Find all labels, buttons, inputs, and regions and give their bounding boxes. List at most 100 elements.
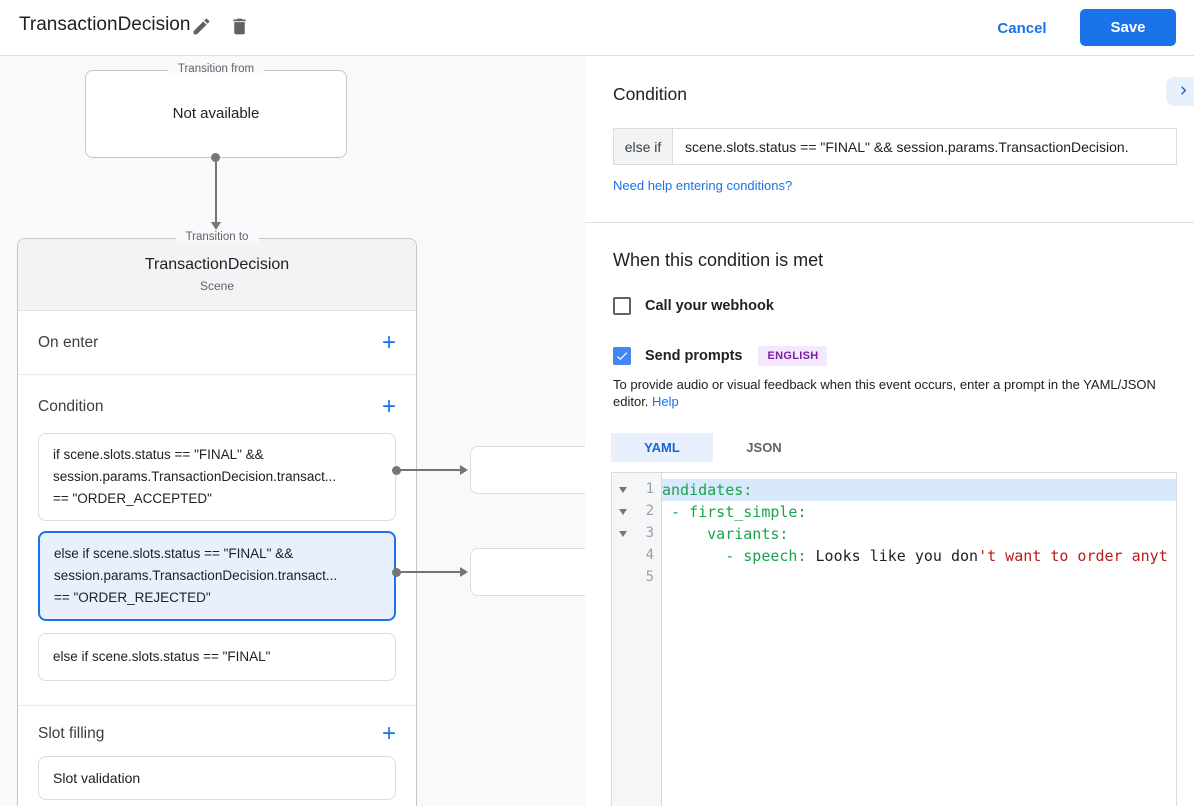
code-token: - speech: [662, 547, 807, 565]
arrowhead-right-icon [460, 567, 468, 577]
condition-section-label: Condition [38, 398, 104, 415]
condition-line: if scene.slots.status == "FINAL" && [53, 447, 264, 462]
connector-dot [211, 153, 220, 162]
slot-validation-card[interactable]: Slot validation [38, 756, 396, 800]
condition-line: session.params.TransactionDecision.trans… [53, 469, 337, 484]
condition-section-header: Condition + [18, 375, 416, 433]
transition-from-value: Not available [172, 105, 260, 122]
code-token: 't want to order anyt [978, 547, 1168, 565]
section-divider [18, 705, 416, 706]
line-number: 1 [645, 481, 654, 497]
help-link[interactable]: Help [652, 394, 679, 409]
gutter-row: 4 [612, 545, 661, 567]
gutter-row: 2 [612, 501, 661, 523]
condition-line: == "ORDER_REJECTED" [54, 590, 211, 605]
slot-filling-section-header: Slot filling + [18, 706, 416, 756]
condition-line: session.params.TransactionDecision.trans… [54, 568, 338, 583]
yaml-code-editor: 1 2 3 4 5 andidates: - fir [611, 472, 1177, 806]
condition-expression-row: else if [613, 128, 1177, 165]
send-prompts-checkbox[interactable] [613, 347, 631, 365]
send-prompts-label: Send prompts [645, 348, 743, 364]
add-slot-button[interactable]: + [381, 720, 396, 747]
fold-arrow-icon[interactable] [619, 531, 627, 537]
page-title: TransactionDecision [19, 14, 191, 35]
transition-to-label: Transition to [175, 231, 259, 243]
code-line-active: andidates: [662, 479, 1176, 501]
code-token: andidates: [662, 481, 753, 499]
slot-filling-label: Slot filling [38, 725, 105, 742]
scene-node-subtitle: Scene [199, 279, 235, 293]
code-line: variants: [662, 523, 1176, 545]
on-enter-row: On enter + [18, 311, 416, 375]
gutter-row: 1 [612, 479, 661, 501]
condition-line: else if scene.slots.status == "FINAL" [53, 649, 271, 664]
condition-help-link[interactable]: Need help entering conditions? [613, 178, 793, 193]
on-enter-label: On enter [38, 333, 99, 351]
when-met-title: When this condition is met [613, 250, 824, 270]
webhook-row: Call your webhook [613, 297, 774, 315]
panel-title: Condition [613, 84, 687, 104]
scene-node-header[interactable]: TransactionDecision Scene [18, 239, 416, 311]
editor-gutter: 1 2 3 4 5 [612, 473, 662, 806]
editor-code-area[interactable]: andidates: - first_simple: variants: - s… [662, 473, 1176, 806]
target-scene-box[interactable] [470, 548, 585, 596]
check-icon [616, 352, 628, 361]
arrowhead-right-icon [460, 465, 468, 475]
prompt-description: To provide audio or visual feedback when… [613, 376, 1165, 410]
add-on-enter-button[interactable]: + [381, 328, 396, 356]
delete-scene-button[interactable] [224, 13, 254, 43]
condition-expression-input[interactable] [672, 128, 1177, 165]
condition-prefix: else if [613, 128, 672, 165]
call-webhook-checkbox[interactable] [613, 297, 631, 315]
top-bar: TransactionDecision Cancel Save [0, 0, 1194, 56]
edit-title-button[interactable] [186, 13, 216, 43]
connector-line [215, 158, 217, 222]
code-line: - first_simple: [662, 501, 1176, 523]
condition-card-rejected-selected[interactable]: else if scene.slots.status == "FINAL" &&… [38, 531, 396, 621]
line-number: 3 [645, 525, 654, 541]
connector-dot [392, 568, 401, 577]
panel-divider [585, 222, 1194, 223]
gutter-row: 3 [612, 523, 661, 545]
condition-line: else if scene.slots.status == "FINAL" && [54, 546, 294, 561]
tab-json[interactable]: JSON [746, 440, 782, 455]
fold-arrow-icon[interactable] [619, 487, 627, 493]
send-prompts-row: Send prompts ENGLISH [613, 346, 828, 366]
arrowhead-down-icon [211, 222, 221, 230]
tab-yaml[interactable]: YAML [611, 433, 713, 462]
chevron-right-icon [1181, 85, 1187, 95]
scene-diagram-canvas: Transition from Not available Transition… [0, 56, 585, 806]
transition-to-card: Transition to TransactionDecision Scene … [17, 231, 417, 806]
condition-line: == "ORDER_ACCEPTED" [53, 491, 212, 506]
transition-from-label: Transition from [167, 63, 265, 75]
line-number: 2 [645, 503, 654, 519]
prompt-description-text: To provide audio or visual feedback when… [613, 377, 1156, 409]
editor-tabs: YAML JSON [611, 433, 815, 462]
pencil-icon [193, 18, 209, 35]
add-condition-button[interactable]: + [381, 393, 396, 420]
line-number: 4 [645, 547, 654, 563]
fold-arrow-icon[interactable] [619, 509, 627, 515]
condition-card-final[interactable]: else if scene.slots.status == "FINAL" [38, 633, 396, 681]
condition-detail-panel: Condition else if Need help entering con… [585, 56, 1194, 806]
scene-node-title: TransactionDecision [144, 256, 290, 273]
target-scene-box[interactable] [470, 446, 585, 494]
transition-from-box[interactable]: Transition from Not available [85, 63, 347, 158]
cancel-button[interactable]: Cancel [984, 10, 1060, 46]
code-line: - speech: Looks like you don't want to o… [662, 545, 1176, 567]
gutter-row: 5 [612, 567, 661, 589]
language-badge: ENGLISH [758, 346, 828, 366]
trash-icon [232, 18, 246, 35]
connector-dot [392, 466, 401, 475]
code-token: variants: [662, 525, 789, 543]
collapse-panel-button[interactable] [1166, 77, 1194, 106]
code-token: Looks like you don [806, 547, 979, 565]
code-token: - first_simple: [662, 503, 807, 521]
code-line [662, 567, 1176, 589]
connector-line [397, 469, 460, 471]
line-number: 5 [645, 569, 654, 585]
save-button[interactable]: Save [1080, 9, 1176, 46]
call-webhook-label: Call your webhook [645, 298, 774, 314]
condition-card-accepted[interactable]: if scene.slots.status == "FINAL" && sess… [38, 433, 396, 521]
